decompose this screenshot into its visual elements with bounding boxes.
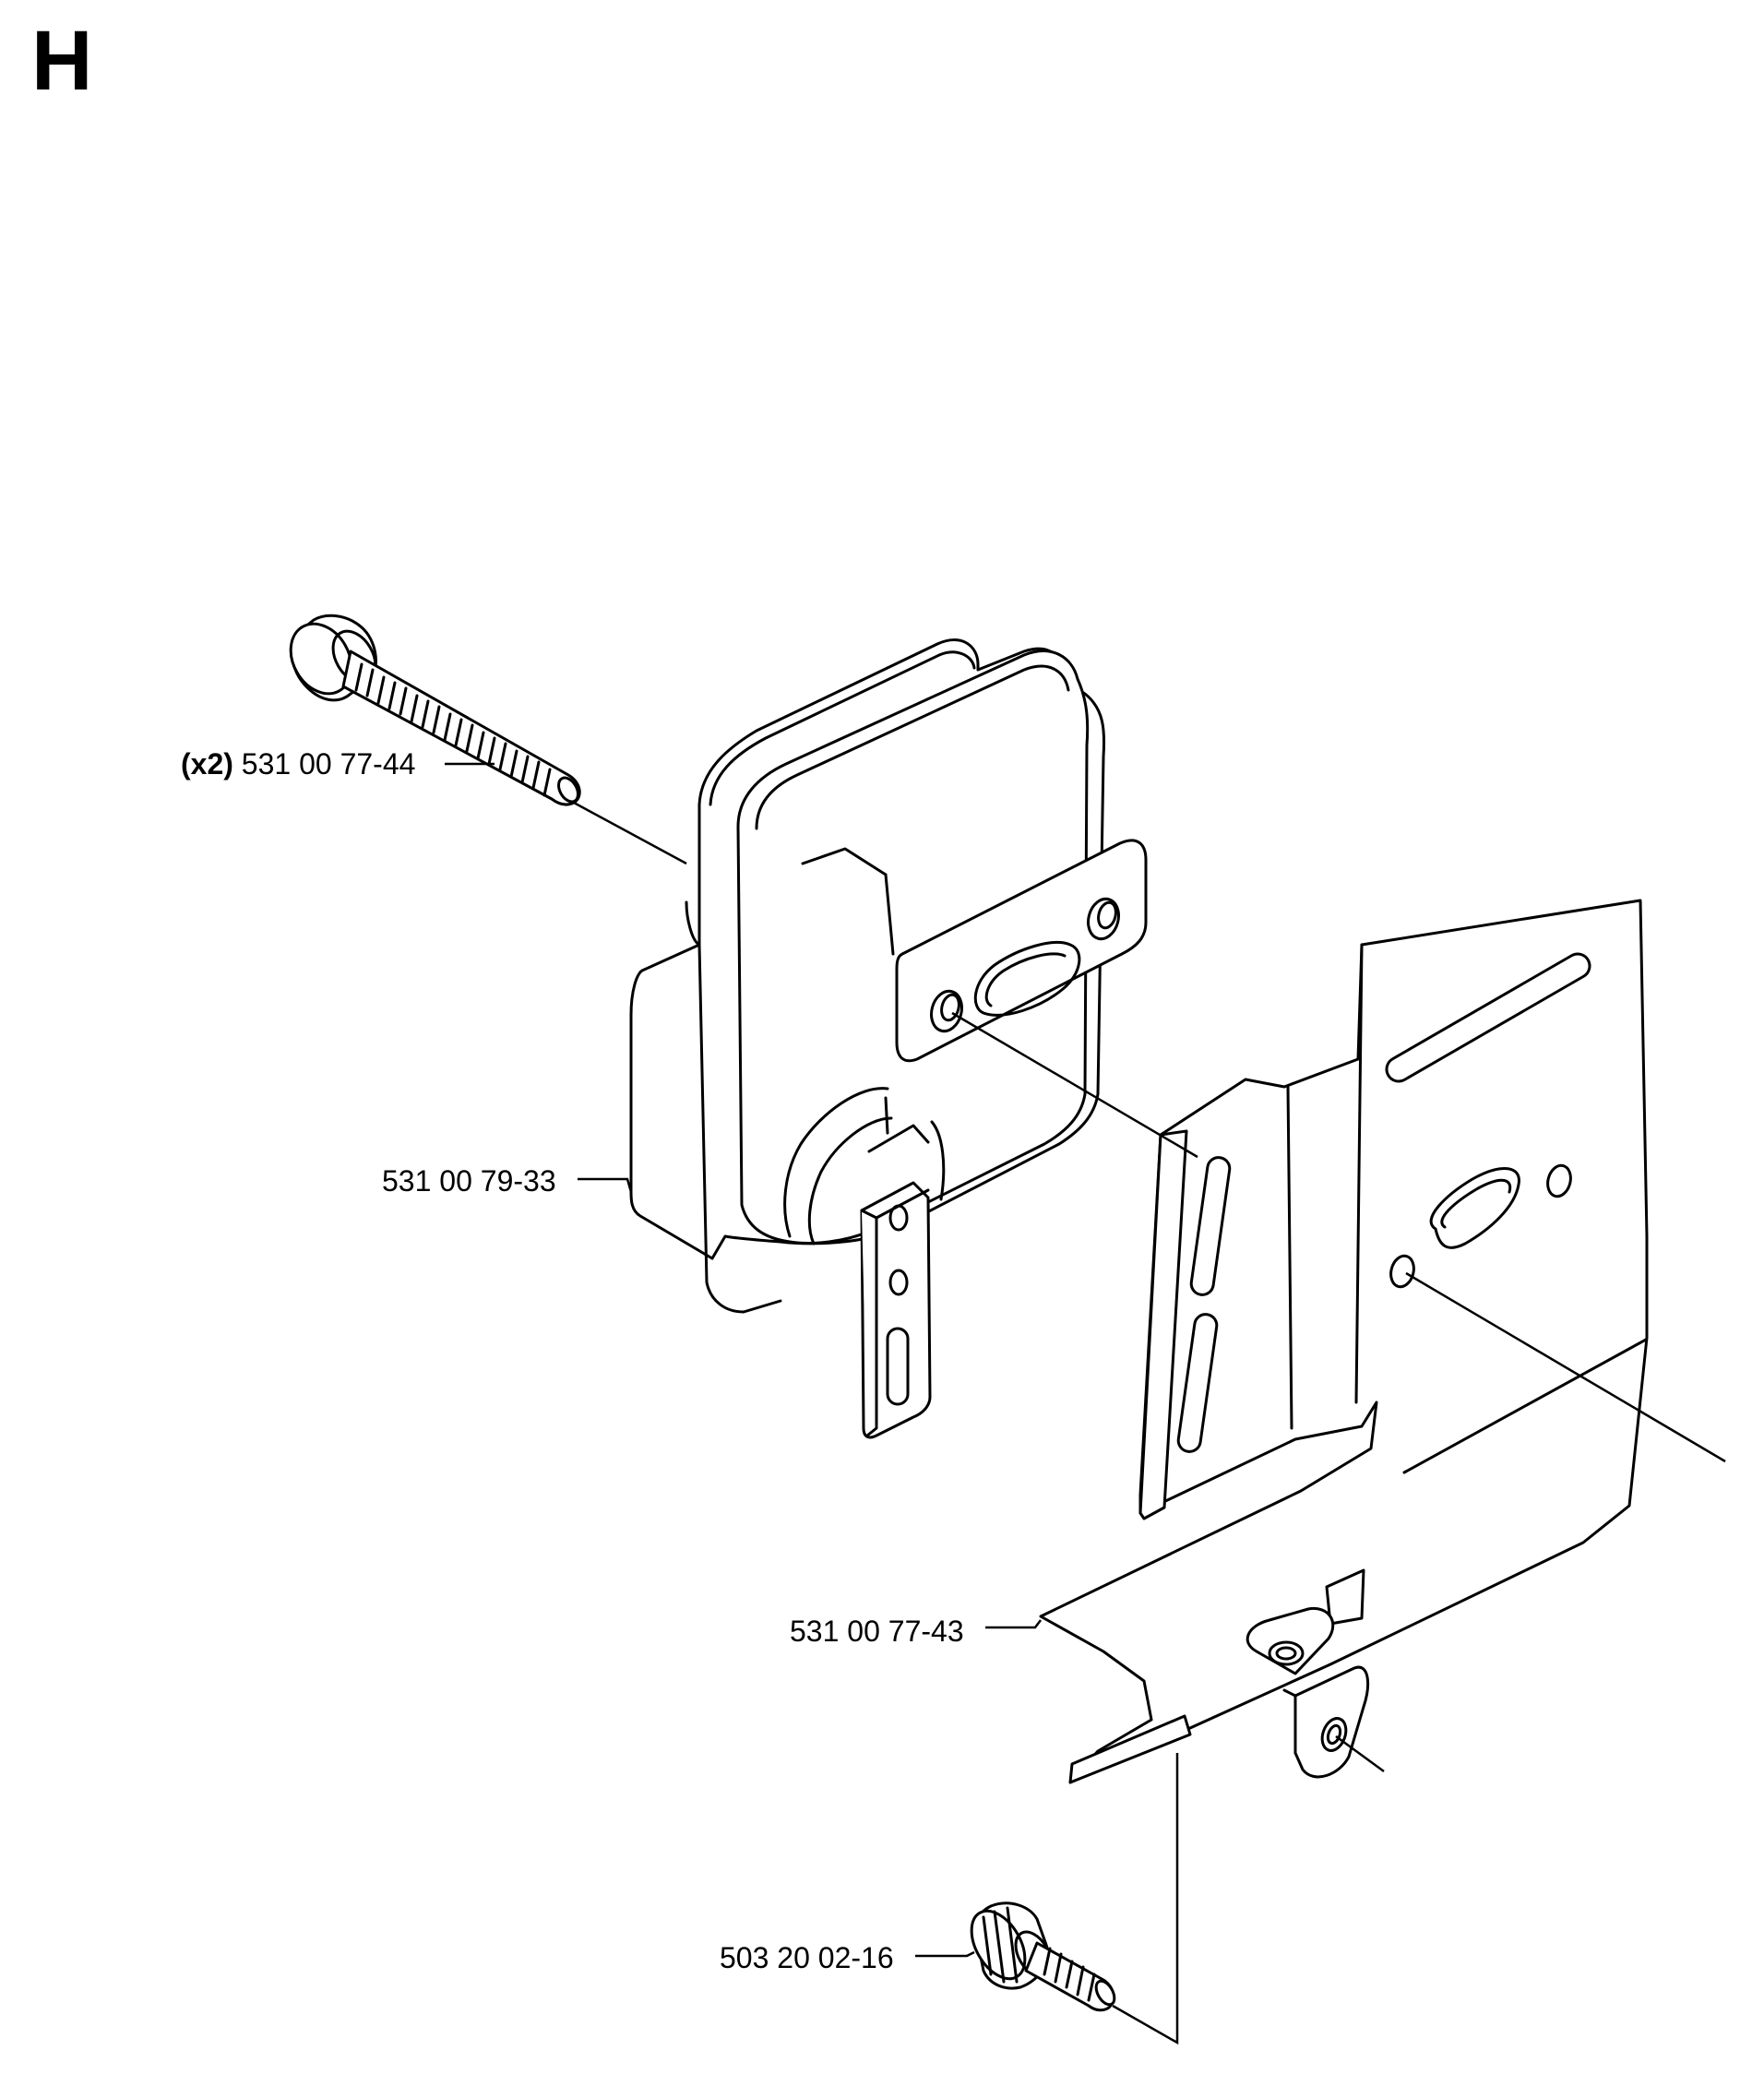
part-number: 503 20 02-16 [720, 1941, 894, 1974]
part-number: 531 00 77-43 [790, 1615, 964, 1648]
flange-screw[interactable] [960, 1901, 1118, 2012]
section-letter: H [31, 14, 93, 108]
part-number: 531 00 79-33 [382, 1164, 556, 1198]
muffler[interactable] [629, 638, 1148, 1439]
part-label-heat-shield[interactable]: 531 00 77-43 [790, 1616, 964, 1646]
screw-long[interactable] [279, 613, 582, 806]
leader-lines [445, 762, 1726, 2045]
part-number: 531 00 77-44 [241, 747, 416, 781]
part-label-flange-screw[interactable]: 503 20 02-16 [720, 1943, 894, 1973]
part-quantity: (x2) [181, 747, 233, 781]
part-label-screw-long[interactable]: (x2) 531 00 77-44 [181, 749, 415, 779]
part-label-muffler[interactable]: 531 00 79-33 [382, 1166, 556, 1196]
heat-shield[interactable] [1039, 899, 1649, 1784]
